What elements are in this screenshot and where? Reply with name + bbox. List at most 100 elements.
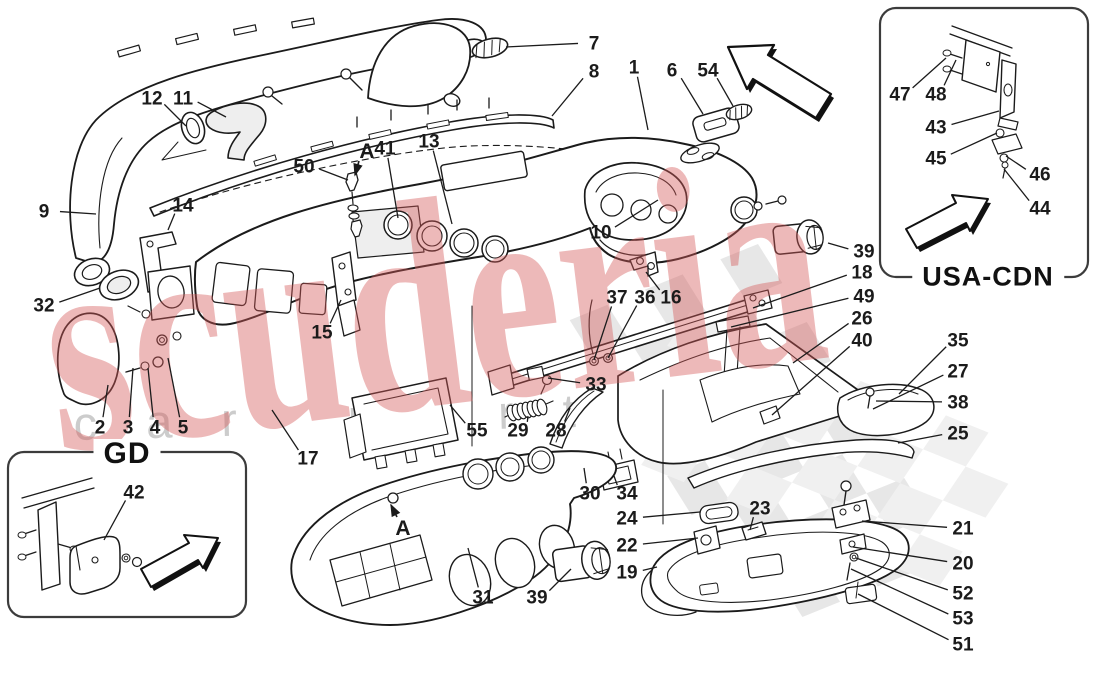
part-number-label: 7 [589, 34, 600, 55]
part-number-label: 18 [851, 263, 872, 284]
leader-line [730, 297, 849, 328]
leader-line [319, 168, 349, 181]
part-number-label: 5 [178, 418, 189, 439]
leader-line [827, 242, 849, 250]
bracket-15 [331, 251, 361, 337]
leader-line [163, 103, 187, 127]
inset-box-usa-cdn [878, 6, 1090, 279]
leader-line [102, 384, 109, 418]
gasket-24 [699, 501, 739, 525]
leader-line [387, 157, 399, 219]
leader-line [850, 568, 949, 615]
leader-line [167, 357, 181, 418]
part-number-label: 12 [141, 89, 162, 110]
part-number-label: 40 [851, 331, 872, 352]
part-number-label: 44 [1029, 199, 1051, 220]
leader-line [792, 322, 849, 364]
leader-line [636, 76, 649, 131]
leader-line [197, 101, 227, 118]
leader-line [897, 434, 943, 444]
part-number-label: 51 [952, 635, 974, 656]
leader-line [329, 299, 342, 324]
leader-line [128, 367, 134, 418]
part-number-label: 8 [589, 62, 600, 83]
leader-line [852, 546, 948, 563]
leader-line [526, 415, 529, 422]
part-number-label: 13 [418, 132, 439, 153]
leader-line [642, 511, 701, 518]
leader-line [752, 274, 848, 309]
leader-line [875, 400, 943, 403]
part-number-label: 15 [311, 323, 333, 344]
part-number-label: 53 [952, 609, 973, 630]
leader-line [551, 77, 584, 117]
inset-title-usa-cdn: USA-CDN [912, 263, 1064, 291]
part-number-label: 17 [297, 449, 318, 470]
leader-line [59, 287, 101, 303]
inset-title-gd: GD [93, 439, 161, 469]
leader-line [432, 150, 453, 225]
part-number-label: 19 [616, 563, 637, 584]
section-marker-arrow [390, 503, 401, 518]
gd-parts [17, 477, 143, 595]
leader-line [1003, 168, 1030, 202]
section-marker-label: A [395, 517, 410, 540]
leader-line [467, 547, 479, 588]
part-number-label: 38 [947, 393, 968, 414]
part-number-label: 20 [952, 554, 973, 575]
leader-line [1005, 155, 1027, 170]
lid-outer-35 [837, 383, 935, 437]
leader-line [645, 271, 661, 291]
section-markers-layer: AA [353, 140, 411, 540]
leader-line [271, 409, 299, 451]
part-number-label: 4 [150, 418, 161, 439]
leader-line [749, 516, 755, 531]
latch-22 [693, 525, 721, 555]
bracket-14 [139, 231, 195, 321]
inset-box-gd [6, 450, 248, 619]
usa-cdn-arrow [905, 194, 991, 252]
part-number-label: 39 [526, 588, 547, 609]
part-number-label: 3 [123, 418, 134, 439]
lower-dash-panel [290, 446, 617, 626]
leader-line [167, 213, 176, 231]
leader-line [872, 374, 944, 410]
part-number-label: 36 [634, 288, 655, 309]
part-number-label: 29 [507, 421, 528, 442]
part-number-label: 47 [889, 85, 910, 106]
leader-line [449, 404, 466, 424]
part-number-label: 49 [853, 287, 874, 308]
leader-line [680, 77, 704, 115]
part-number-label: 35 [947, 331, 969, 352]
part-number-label: 31 [472, 588, 494, 609]
part-number-label: 55 [466, 421, 488, 442]
bracket-21 [831, 499, 871, 529]
leader-line [642, 537, 699, 545]
dash-top-strip [149, 97, 593, 217]
vent-39-bottom [551, 540, 611, 583]
part-number-label: 30 [579, 484, 600, 505]
part-number-label: 1 [629, 58, 640, 79]
part-number-label: 34 [616, 484, 638, 505]
leader-line [103, 500, 127, 541]
leader-line [505, 42, 579, 48]
leader-line [59, 210, 97, 215]
radio-cage [343, 377, 459, 470]
part-number-label: 21 [952, 519, 974, 540]
leader-line [642, 566, 658, 571]
keeper-23 [741, 521, 767, 541]
part-number-label: 23 [749, 499, 770, 520]
leader-line [548, 568, 572, 592]
leader-line [951, 110, 1000, 126]
leader-line [563, 407, 571, 422]
part-number-label: 25 [947, 424, 969, 445]
leader-line [943, 59, 957, 86]
leader-line [950, 132, 998, 155]
part-number-label: 9 [39, 202, 50, 223]
leader-line [613, 475, 618, 486]
section-marker-label: A [359, 140, 374, 163]
leader-line [898, 346, 947, 395]
part-number-label: 52 [952, 584, 973, 605]
